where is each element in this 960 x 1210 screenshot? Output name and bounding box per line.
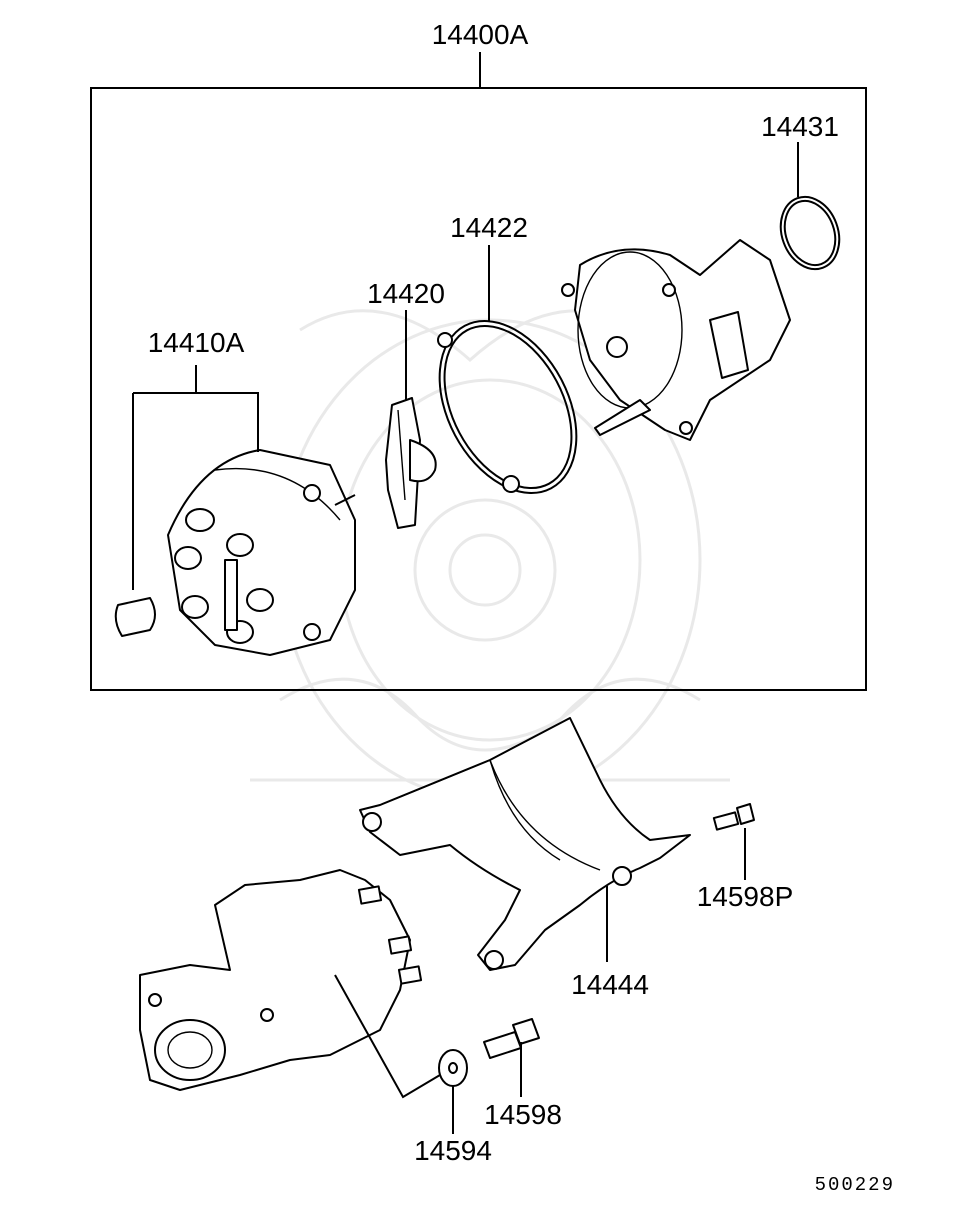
washer	[438, 1049, 468, 1087]
distributor-cap	[167, 449, 356, 656]
callout-14400a: 14400A	[432, 19, 529, 50]
gasket	[437, 320, 578, 494]
callout-14410a: 14410A	[148, 327, 245, 358]
callout-14598: 14598	[484, 1099, 562, 1130]
cap-small-part	[114, 597, 156, 637]
assembly-frame	[90, 87, 867, 691]
distributor-housing	[561, 239, 791, 441]
callout-14431: 14431	[761, 111, 839, 142]
callout-14420: 14420	[367, 278, 445, 309]
bolt-14598	[483, 1018, 540, 1059]
rotor	[385, 397, 437, 529]
callout-14422: 14422	[450, 212, 528, 243]
distributor-body-lower	[139, 869, 423, 1091]
figure-code: 500229	[815, 1174, 895, 1196]
callout-14594: 14594	[414, 1135, 492, 1166]
callout-14444: 14444	[571, 969, 649, 1000]
callout-14598p: 14598P	[697, 881, 794, 912]
bolt-14598p	[712, 803, 755, 831]
bracket	[359, 717, 691, 971]
o-ring	[779, 195, 841, 271]
